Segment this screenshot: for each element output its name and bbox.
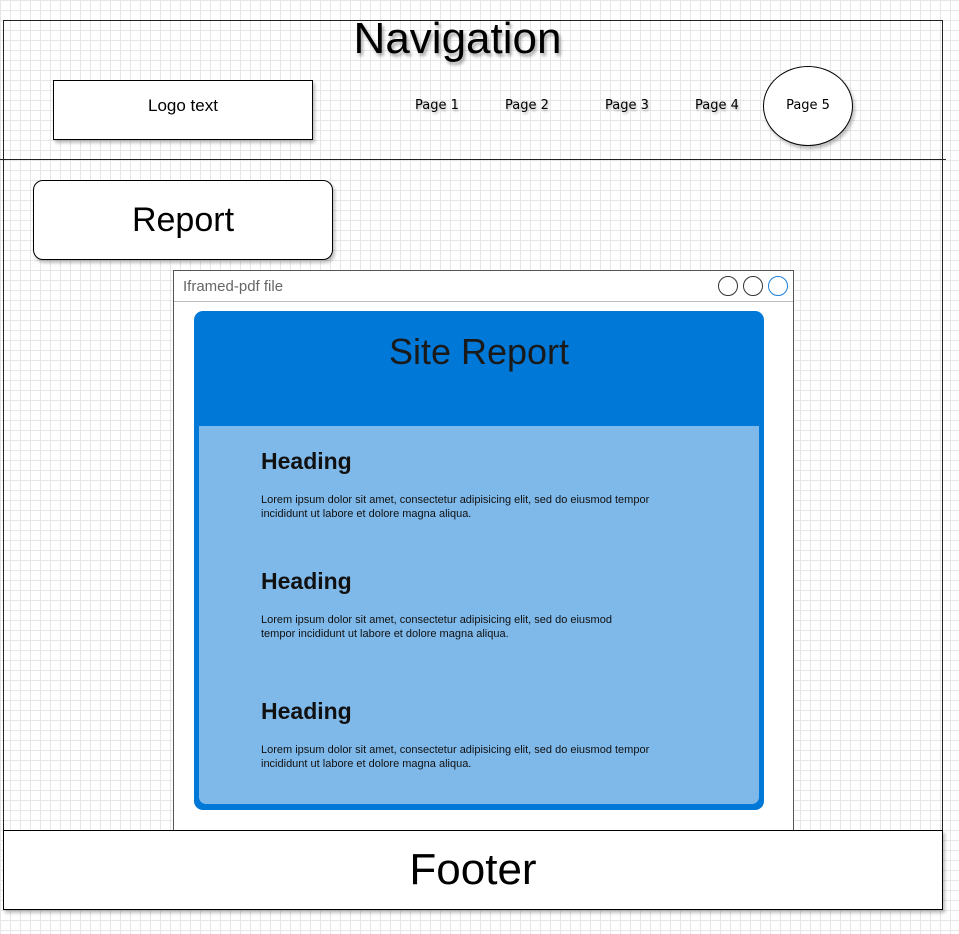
- iframe-window: Iframed-pdf file Site Report Heading Lor…: [173, 270, 794, 840]
- nav-divider: [0, 159, 946, 160]
- site-report-body: Heading Lorem ipsum dolor sit amet, cons…: [199, 426, 759, 804]
- nav-link-page-1[interactable]: Page 1: [415, 98, 459, 113]
- report-button[interactable]: Report: [33, 180, 333, 260]
- section-text: Lorem ipsum dolor sit amet, consectetur …: [261, 493, 649, 521]
- iframe-title-bar: Iframed-pdf file: [174, 271, 793, 302]
- footer: Footer: [3, 830, 943, 910]
- section-text-line: incididunt ut labore et dolore magna ali…: [261, 508, 472, 520]
- site-report-title: Site Report: [388, 331, 570, 372]
- section-text-line: incididunt ut labore et dolore magna ali…: [261, 758, 472, 770]
- section-text-line: Lorem ipsum dolor sit amet, consectetur …: [261, 614, 612, 626]
- navigation-title: Navigation: [353, 14, 562, 63]
- section-heading: Heading: [261, 448, 352, 474]
- iframe-title: Iframed-pdf file: [183, 278, 284, 295]
- section-text: Lorem ipsum dolor sit amet, consectetur …: [261, 743, 649, 771]
- close-icon[interactable]: [768, 276, 788, 296]
- section-heading: Heading: [261, 698, 352, 724]
- section-text-line: tempor incididunt ut labore et dolore ma…: [261, 628, 509, 640]
- nav-link-page-4[interactable]: Page 4: [695, 98, 739, 113]
- logo[interactable]: Logo text: [53, 80, 313, 140]
- nav-link-page-3[interactable]: Page 3: [605, 98, 649, 113]
- section-heading: Heading: [261, 568, 352, 594]
- nav-link-page-5[interactable]: Page 5: [763, 66, 853, 146]
- section-text-line: Lorem ipsum dolor sit amet, consectetur …: [261, 744, 650, 756]
- site-report-card: Site Report Heading Lorem ipsum dolor si…: [194, 311, 764, 810]
- minimize-icon[interactable]: [718, 276, 738, 296]
- section-text-line: Lorem ipsum dolor sit amet, consectetur …: [261, 494, 650, 506]
- section-text: Lorem ipsum dolor sit amet, consectetur …: [261, 613, 612, 641]
- maximize-icon[interactable]: [743, 276, 763, 296]
- nav-link-page-2[interactable]: Page 2: [505, 98, 549, 113]
